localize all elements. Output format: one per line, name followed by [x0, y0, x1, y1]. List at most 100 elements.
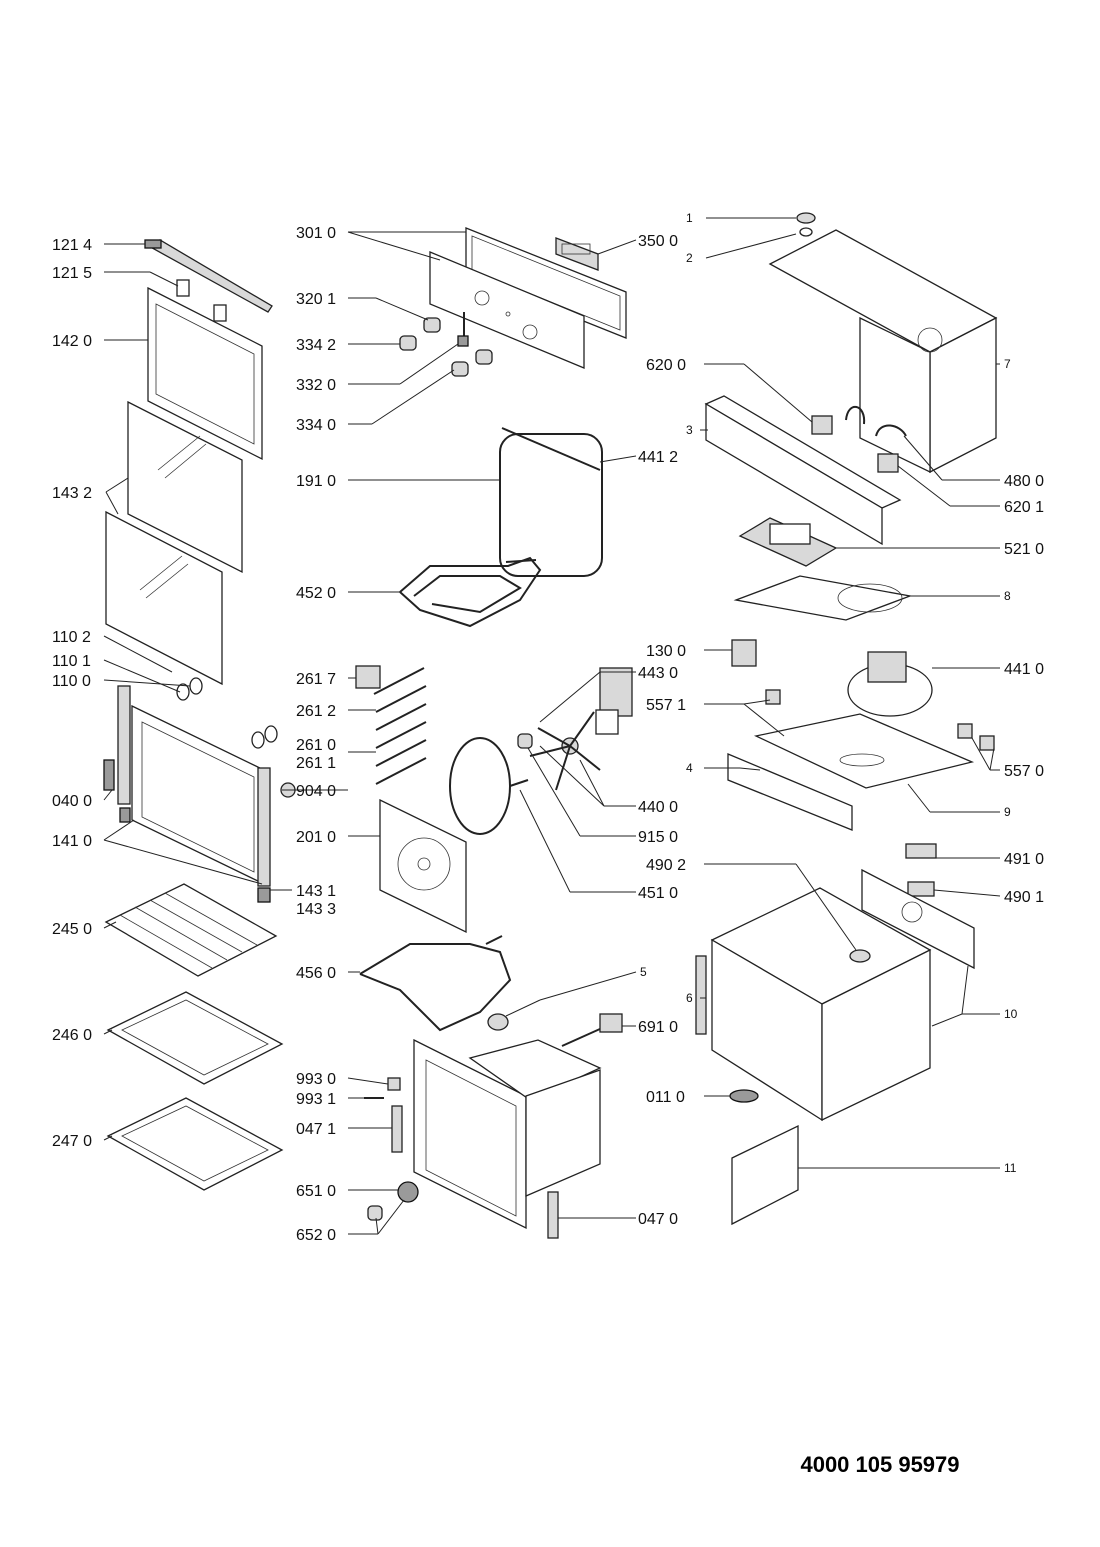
control-bracket-part [704, 395, 902, 546]
label-6520: 652 0 [296, 1227, 336, 1244]
label-0400: 040 0 [52, 793, 92, 810]
lamp-cover-part [487, 1013, 509, 1031]
door-hinge-clips-part [176, 279, 227, 322]
tangential-fan-part [847, 651, 933, 717]
label-1410: 141 0 [52, 833, 92, 850]
control-panel-facia-part [429, 251, 585, 369]
electronic-board-part [738, 517, 838, 567]
label-6200: 620 0 [646, 357, 686, 374]
cooling-fan-motor-part [731, 639, 757, 667]
oven-cavity-part [413, 1038, 602, 1230]
control-panel-frame-part [465, 227, 627, 339]
label-4430: 443 0 [638, 665, 678, 682]
label-9931: 993 1 [296, 1091, 336, 1108]
hinge-bracket-part [391, 1105, 559, 1239]
label-4800: 480 0 [1004, 473, 1044, 490]
label-2612: 261 2 [296, 703, 336, 720]
screws-part [364, 1077, 401, 1099]
door-bumpers-part [176, 677, 278, 749]
label-1102: 110 2 [52, 629, 91, 646]
top-grommet-part [796, 212, 816, 237]
part-number-labels: 121 4 121 5 142 0 143 2 110 2 110 1 110 … [52, 211, 1044, 1244]
label-6: 6 [686, 991, 693, 1005]
leader-lines [103, 217, 1001, 1235]
door-glass-pane-lower-part [105, 510, 223, 686]
label-4902: 490 2 [646, 857, 686, 874]
label-2617: 261 7 [296, 671, 336, 688]
terminal-blocks-part [905, 843, 937, 897]
label-3340: 334 0 [296, 417, 336, 434]
bottom-heating-element-part [359, 935, 512, 1032]
label-4400: 440 0 [638, 799, 678, 816]
casing-foot-part [729, 1089, 759, 1103]
inner-door-glass-frame-part [147, 286, 263, 461]
label-9930: 993 0 [296, 1071, 336, 1088]
door-lock-assembly-part [561, 1013, 623, 1047]
label-4560: 456 0 [296, 965, 336, 982]
rear-panel-part [861, 868, 975, 970]
document-number: 4000 105 95979 [800, 1452, 960, 1477]
label-2470: 247 0 [52, 1133, 92, 1150]
label-0471: 047 1 [296, 1121, 336, 1138]
label-3010: 301 0 [296, 225, 336, 242]
label-1214: 121 4 [52, 237, 92, 254]
label-9: 9 [1004, 805, 1011, 819]
label-2: 2 [686, 251, 693, 265]
label-6201: 620 1 [1004, 499, 1044, 516]
label-9040: 904 0 [296, 783, 336, 800]
display-module-part [555, 237, 599, 271]
label-8: 8 [1004, 589, 1011, 603]
rear-cover-sheet-part [731, 1124, 799, 1226]
label-5210: 521 0 [1004, 541, 1044, 558]
outer-casing-part [695, 887, 932, 1122]
label-4510: 451 0 [638, 885, 678, 902]
label-4: 4 [686, 761, 693, 775]
enamel-baking-tray-part [106, 991, 284, 1085]
label-1433: 143 3 [296, 901, 336, 918]
label-0110: 011 0 [646, 1089, 685, 1106]
label-1: 1 [686, 211, 693, 225]
fan-cover-panel-part [379, 798, 467, 934]
label-2610: 261 0 [296, 737, 336, 754]
bottom-insulation-part [727, 713, 975, 831]
top-cover-panel-part [768, 229, 998, 474]
outer-door-frame-part [103, 685, 271, 903]
label-3201: 320 1 [296, 291, 336, 308]
label-4412: 441 2 [638, 449, 678, 466]
label-9150: 915 0 [638, 829, 678, 846]
label-3500: 350 0 [638, 233, 678, 250]
label-0470: 047 0 [638, 1211, 678, 1228]
label-2460: 246 0 [52, 1027, 92, 1044]
door-seal-gasket-part [499, 427, 603, 577]
label-5571: 557 1 [646, 697, 686, 714]
label-1215: 121 5 [52, 265, 92, 282]
label-3342: 334 2 [296, 337, 336, 354]
label-11: 11 [1004, 1161, 1017, 1175]
cavity-grommet-part [849, 949, 871, 963]
label-1432: 143 2 [52, 485, 92, 502]
cooling-fan-duct-part [733, 575, 913, 621]
label-2450: 245 0 [52, 921, 92, 938]
switch-knob-part [367, 1181, 419, 1221]
label-4410: 441 0 [1004, 661, 1044, 678]
control-knobs-part [399, 312, 493, 377]
label-6910: 691 0 [638, 1019, 678, 1036]
label-4910: 491 0 [1004, 851, 1044, 868]
shelf-side-runners-part [355, 665, 427, 785]
label-5570: 557 0 [1004, 763, 1044, 780]
door-glass-pane-upper-part [127, 400, 243, 574]
wire-shelf-rack-part [104, 883, 278, 977]
label-4901: 490 1 [1004, 889, 1044, 906]
label-7: 7 [1004, 357, 1011, 371]
fan-nut-part [517, 733, 533, 749]
label-3: 3 [686, 423, 693, 437]
label-1431: 143 1 [296, 883, 336, 900]
label-3320: 332 0 [296, 377, 336, 394]
selector-switches-part [811, 415, 899, 473]
label-1420: 142 0 [52, 333, 92, 350]
deep-drip-pan-part [106, 1097, 284, 1191]
label-1100: 110 0 [52, 673, 91, 690]
label-4520: 452 0 [296, 585, 336, 602]
label-1300: 130 0 [646, 643, 686, 660]
fan-motor-part [595, 667, 633, 735]
